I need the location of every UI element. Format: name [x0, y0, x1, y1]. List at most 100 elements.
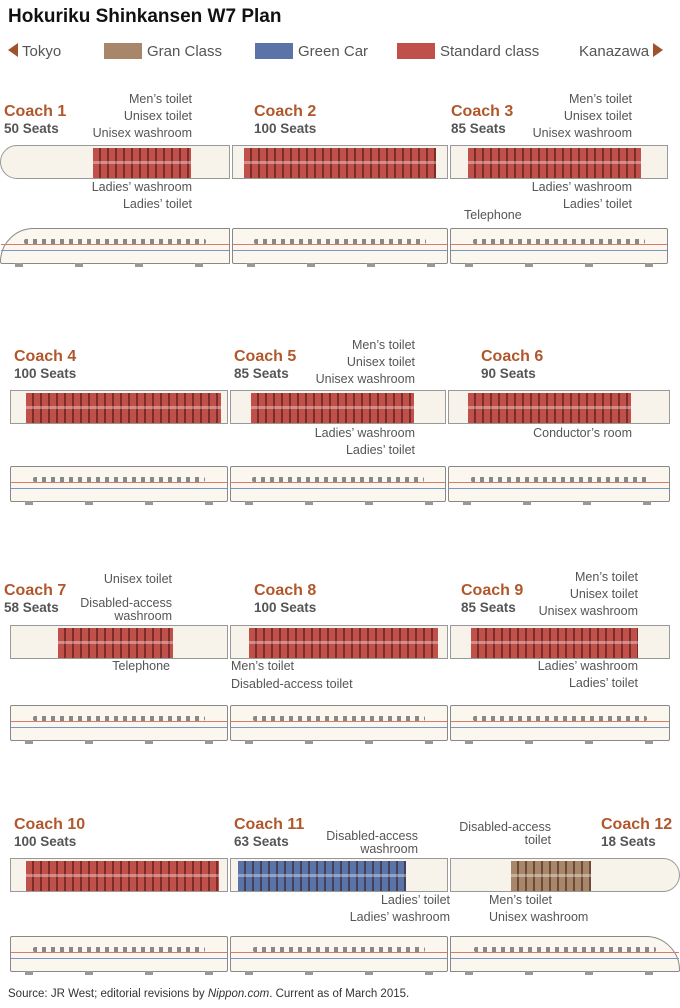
facility-label: Disabled-access toilet	[459, 820, 551, 847]
facility-label: Ladies’ toilet	[562, 197, 632, 211]
coach-seats: 50 Seats	[4, 121, 59, 136]
coach-side-view	[10, 705, 228, 744]
coach-name: Coach 3	[451, 103, 514, 120]
legend-gran-class: Gran Class	[104, 43, 222, 60]
std-seating-area	[468, 148, 641, 178]
coach-floor-plan	[10, 390, 228, 424]
std-seating-area	[93, 148, 191, 178]
std-seating-area	[471, 628, 638, 658]
coach-seats: 90 Seats	[481, 366, 536, 381]
facility-label: Ladies’ washroom	[531, 180, 632, 194]
facility-label: Men’s toilet	[352, 338, 415, 352]
coach-floor-plan	[450, 625, 670, 659]
source-note: Source: JR West; editorial revisions by …	[8, 988, 410, 1000]
coach-name: Coach 7	[4, 582, 67, 599]
facility-label: Telephone	[464, 208, 522, 222]
facility-label: Ladies’ washroom	[537, 659, 638, 673]
facility-label: Unisex toilet	[123, 109, 192, 123]
facility-label: Men’s toilet	[569, 92, 632, 106]
coach-floor-plan	[10, 858, 228, 892]
facility-label: Unisex toilet	[569, 587, 638, 601]
coach-seats: 85 Seats	[461, 600, 516, 615]
coach-name: Coach 12	[601, 816, 673, 833]
coach-floor-plan	[0, 145, 230, 179]
facility-label: Men’s toilet	[489, 893, 552, 907]
coach-side-view	[230, 466, 446, 505]
legend-green-car: Green Car	[255, 43, 368, 60]
coach-side-view	[10, 936, 228, 975]
facility-label: Unisex washroom	[315, 372, 415, 386]
facility-label: Men’s toilet	[575, 570, 638, 584]
coach-floor-plan	[230, 858, 448, 892]
coach-floor-plan	[230, 625, 448, 659]
std-seating-area	[26, 393, 221, 423]
coach-seats: 100 Seats	[14, 366, 77, 381]
coach-side-view	[450, 936, 680, 975]
coach-name: Coach 10	[14, 816, 86, 833]
page-title: Hokuriku Shinkansen W7 Plan	[8, 6, 282, 27]
arrow-left-icon	[8, 43, 18, 57]
std-seating-area	[58, 628, 173, 658]
facility-label: Unisex washroom	[538, 604, 638, 618]
arrow-right-icon	[653, 43, 664, 57]
std-seating-area	[249, 628, 438, 658]
green-car-swatch	[255, 43, 293, 59]
coach-floor-plan	[10, 625, 228, 659]
facility-label: Men’s toilet	[129, 92, 192, 106]
coach-side-view	[448, 466, 670, 505]
coach-seats: 100 Seats	[254, 121, 317, 136]
facility-label: Unisex washroom	[92, 126, 192, 140]
facility-label: Unisex washroom	[532, 126, 632, 140]
facility-label: Disabled-access toilet	[231, 677, 353, 691]
std-seating-area	[251, 393, 414, 423]
coach-side-view	[450, 228, 668, 267]
facility-label: Ladies’ toilet	[568, 676, 638, 690]
legend-kanazawa: Kanazawa	[579, 43, 664, 60]
std-seating-area	[468, 393, 631, 423]
coach-side-view	[232, 228, 448, 267]
coach-name: Coach 4	[14, 348, 77, 365]
facility-label: Disabled-access washroom	[326, 829, 418, 856]
coach-floor-plan	[230, 390, 446, 424]
coach-side-view	[10, 466, 228, 505]
facility-label: Unisex toilet	[103, 572, 172, 586]
coach-name: Coach 8	[254, 582, 317, 599]
coach-seats: 100 Seats	[254, 600, 317, 615]
facility-label: Men’s toilet	[231, 659, 294, 673]
facility-label: Ladies’ washroom	[91, 180, 192, 194]
legend-tokyo: Tokyo	[8, 43, 61, 60]
coach-name: Coach 2	[254, 103, 317, 120]
facility-label: Ladies’ washroom	[314, 426, 415, 440]
facility-label: Telephone	[112, 659, 170, 673]
coach-seats: 58 Seats	[4, 600, 59, 615]
grn-seating-area	[238, 861, 406, 891]
coach-seats: 85 Seats	[234, 366, 289, 381]
facility-label: Ladies’ toilet	[345, 443, 415, 457]
legend-tokyo-label: Tokyo	[22, 43, 62, 60]
facility-label: Disabled-access washroom	[80, 596, 172, 623]
coach-name: Coach 5	[234, 348, 297, 365]
coach-name: Coach 9	[461, 582, 524, 599]
coach-name: Coach 1	[4, 103, 67, 120]
coach-seats: 18 Seats	[601, 834, 656, 849]
legend-label: Gran Class	[147, 43, 223, 60]
coach-side-view	[230, 705, 448, 744]
legend-label: Standard class	[440, 43, 540, 60]
std-seating-area	[26, 861, 219, 891]
facility-label: Ladies’ toilet	[380, 893, 450, 907]
legend-label: Green Car	[298, 43, 369, 60]
coach-floor-plan	[448, 390, 670, 424]
legend-kanazawa-label: Kanazawa	[579, 43, 650, 60]
coach-name: Coach 6	[481, 348, 544, 365]
